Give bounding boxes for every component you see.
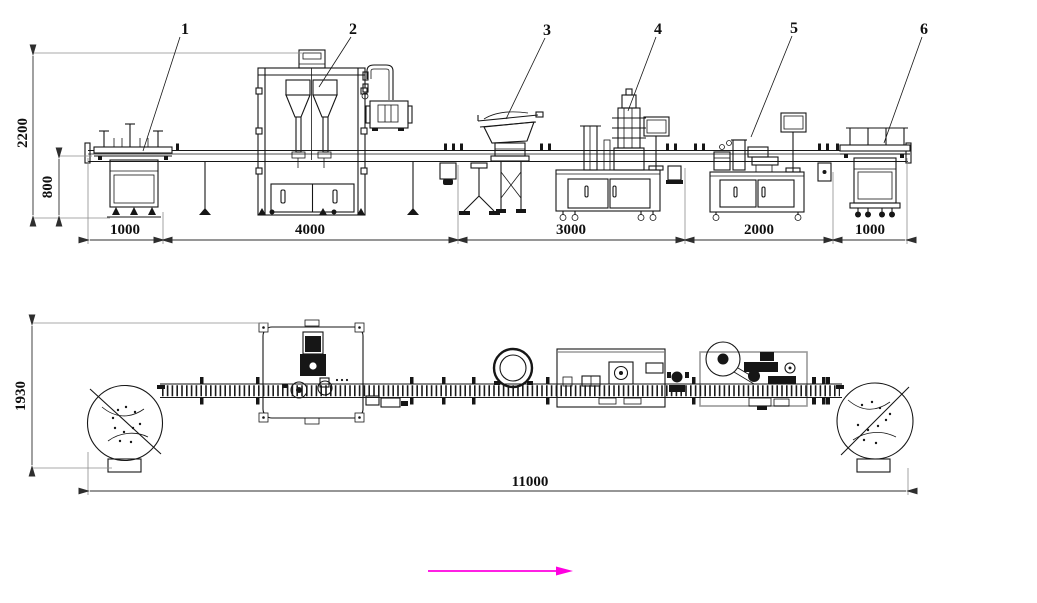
callouts: 1 2 3 4 5 6 — [142, 20, 928, 152]
dimension-total-length: 11000 — [78, 452, 918, 495]
bottles-on-conveyor — [176, 143, 839, 151]
callout-2: 2 — [318, 21, 357, 88]
flow-arrow-head — [556, 566, 573, 576]
feeder-stand-elevation — [459, 162, 500, 215]
dim-label-conveyor-height: 800 — [40, 176, 56, 199]
callout-3: 3 — [505, 22, 551, 120]
callout-4: 4 — [627, 21, 662, 112]
capping-machine-elevation — [555, 88, 670, 221]
dim-label-segment-2: 4000 — [295, 222, 325, 238]
svg-text:6: 6 — [920, 21, 928, 38]
conveyor-plan — [160, 377, 842, 405]
dim-label-overall-height: 2200 — [15, 118, 31, 148]
svg-text:1: 1 — [181, 21, 189, 38]
capping-machine-plan-table — [556, 348, 666, 408]
conveyor-leg — [199, 161, 419, 215]
transfer-star-plan — [667, 371, 689, 392]
labeler-monitor-elevation — [780, 112, 807, 173]
label-head-elevation — [713, 139, 779, 172]
conveyor-motor — [439, 162, 832, 185]
dimension-plan-width: 1930 — [13, 314, 268, 477]
dim-label-segment-5: 1000 — [855, 222, 885, 238]
filling-machine-plan-internals — [282, 331, 408, 408]
cap-feeder-plan — [492, 347, 534, 389]
dim-label-segment-3: 3000 — [556, 222, 586, 238]
dimension-chain-bottom: 1000 4000 3000 2000 1000 — [78, 158, 917, 244]
infeed-turntable-plan — [86, 384, 165, 473]
dim-label-total-length: 11000 — [512, 474, 549, 490]
dim-label-segment-4: 2000 — [744, 222, 774, 238]
callout-6: 6 — [883, 21, 928, 144]
plan-view: 1930 11000 — [13, 314, 918, 495]
svg-text:2: 2 — [349, 21, 357, 38]
elevation-view: 2200 800 1000 4000 3000 2000 1000 — [15, 20, 928, 244]
svg-text:5: 5 — [790, 20, 798, 37]
filling-machine-plan — [258, 319, 365, 425]
cap-feeder-elevation — [459, 111, 544, 215]
flow-direction-arrow — [428, 566, 573, 576]
capping-machine-plan-internals — [562, 361, 664, 405]
callout-5: 5 — [750, 20, 798, 138]
infeed-turntable-elevation — [93, 123, 173, 218]
labeling-machine-plan-internals — [705, 341, 830, 410]
capping-head-elevation — [580, 88, 646, 171]
outfeed-turntable-elevation — [839, 127, 911, 218]
conveyor-elevation — [84, 142, 912, 215]
labeling-machine-elevation — [709, 112, 807, 221]
dim-label-plan-width: 1930 — [13, 381, 29, 411]
filling-machine-elevation — [255, 49, 413, 216]
capper-monitor-elevation — [643, 116, 670, 171]
dim-label-segment-1: 1000 — [110, 222, 140, 238]
svg-text:3: 3 — [543, 22, 551, 39]
outfeed-turntable-plan — [836, 382, 914, 473]
dimension-overall-height: 2200 — [15, 44, 302, 227]
svg-text:4: 4 — [654, 21, 662, 38]
auger-drive-elevation — [361, 64, 413, 131]
dimension-conveyor-height: 800 — [40, 147, 92, 227]
callout-1: 1 — [142, 21, 189, 152]
